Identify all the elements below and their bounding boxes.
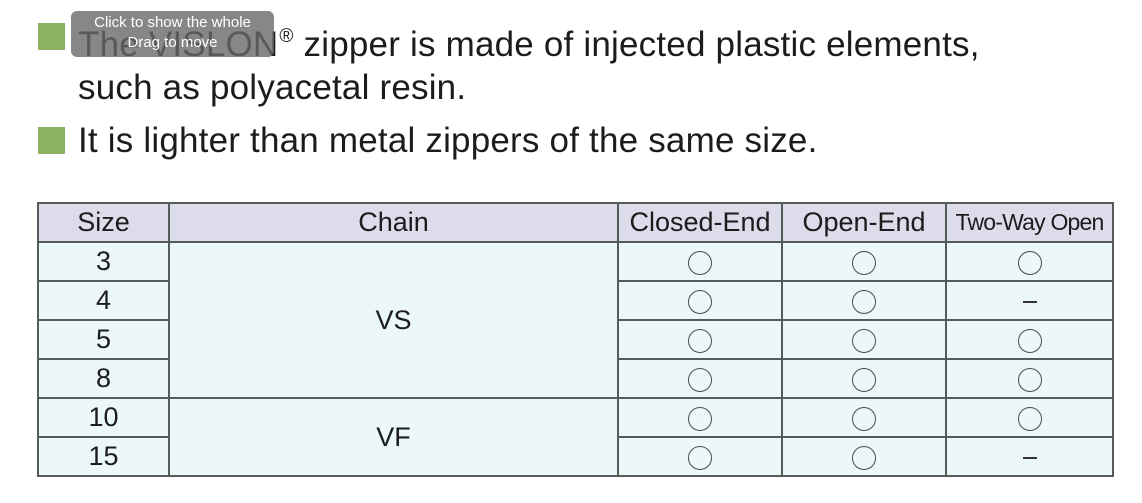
open-end-cell: [781, 436, 947, 477]
header-two-way-open: Two-Way Open: [945, 202, 1114, 243]
circle-available-icon: [852, 445, 876, 470]
size-cell: 8: [37, 358, 170, 399]
closed-end-cell: [617, 397, 783, 438]
header-closed-end: Closed-End: [617, 202, 783, 243]
circle-available-icon: [688, 289, 712, 314]
closed-end-cell: [617, 241, 783, 282]
chain-cell-vs: VS: [168, 241, 619, 399]
circle-available-icon: [852, 367, 876, 392]
bullet-item-2: It is lighter than metal zippers of the …: [38, 119, 818, 162]
overlay-drag-label: Drag to move: [127, 34, 218, 51]
bullet-1-suffix: zipper is made of injected plastic eleme…: [293, 25, 980, 64]
circle-available-icon: [1017, 367, 1042, 392]
open-end-cell: [781, 358, 947, 399]
circle-available-icon: [852, 289, 876, 314]
circle-available-icon: [852, 328, 876, 353]
table-row: 4: [37, 280, 1114, 321]
table-row: 5: [37, 319, 1114, 360]
size-cell: 15: [37, 436, 170, 477]
circle-available-icon: [1017, 328, 1042, 353]
two-way-open-cell: [945, 280, 1114, 321]
zipper-spec-table: Size Chain Closed-End Open-End Two-Way O…: [37, 202, 1114, 477]
circle-available-icon: [688, 328, 712, 353]
header-size: Size: [37, 202, 170, 243]
closed-end-cell: [617, 319, 783, 360]
green-square-bullet-icon: [38, 127, 65, 154]
two-way-open-cell: [945, 319, 1114, 360]
closed-end-cell: [617, 280, 783, 321]
bullet-1-line2: such as polyacetal resin.: [78, 68, 467, 107]
chain-cell-vf: VF: [168, 397, 619, 477]
size-cell: 5: [37, 319, 170, 360]
open-end-cell: [781, 397, 947, 438]
two-way-open-cell: [945, 241, 1114, 282]
circle-available-icon: [1017, 250, 1042, 275]
image-viewer-overlay[interactable]: Click to show the whole Drag to move: [71, 11, 274, 57]
dash-unavailable-icon: [1022, 456, 1037, 459]
registered-mark: ®: [279, 26, 294, 47]
circle-available-icon: [688, 250, 712, 275]
header-chain: Chain: [168, 202, 619, 243]
size-cell: 10: [37, 397, 170, 438]
table-row: 15: [37, 436, 1114, 477]
closed-end-cell: [617, 436, 783, 477]
size-cell: 4: [37, 280, 170, 321]
two-way-open-cell: [945, 397, 1114, 438]
two-way-open-cell: [945, 436, 1114, 477]
circle-available-icon: [688, 445, 712, 470]
overlay-show-whole-label[interactable]: Click to show the whole: [94, 14, 251, 31]
open-end-cell: [781, 319, 947, 360]
table-row: 3 VS: [37, 241, 1114, 399]
size-cell: 3: [37, 241, 170, 282]
circle-available-icon: [852, 406, 876, 431]
bullet-text-2: It is lighter than metal zippers of the …: [78, 121, 818, 160]
open-end-cell: [781, 241, 947, 282]
green-square-bullet-icon: [38, 23, 65, 50]
circle-available-icon: [852, 250, 876, 275]
open-end-cell: [781, 280, 947, 321]
table-header-row: Size Chain Closed-End Open-End Two-Way O…: [37, 202, 1114, 243]
table-row: 8: [37, 358, 1114, 399]
circle-available-icon: [688, 367, 712, 392]
circle-available-icon: [688, 406, 712, 431]
two-way-open-cell: [945, 358, 1114, 399]
circle-available-icon: [1017, 406, 1042, 431]
dash-unavailable-icon: [1022, 300, 1037, 303]
closed-end-cell: [617, 358, 783, 399]
header-open-end: Open-End: [781, 202, 947, 243]
table-row: 10 VF: [37, 397, 1114, 477]
